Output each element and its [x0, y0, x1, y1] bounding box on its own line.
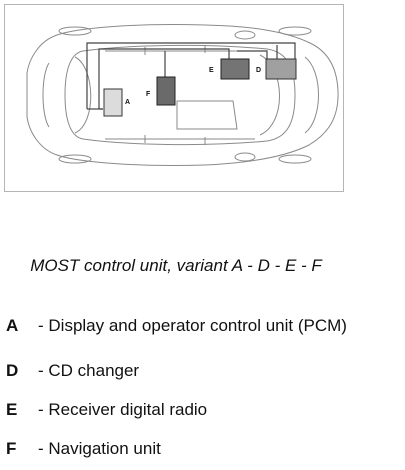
mirror-right [234, 152, 256, 162]
mirror-left [234, 30, 256, 40]
diagram-caption: MOST control unit, variant A - D - E - F [30, 256, 322, 275]
car-rear-window [42, 62, 50, 128]
wheel-front-bottom [278, 154, 312, 164]
car-body-outline [26, 23, 339, 167]
legend-letter: A [6, 316, 19, 335]
unit-f-label: F [146, 91, 151, 98]
legend-text: - Receiver digital radio [38, 400, 208, 419]
legend-letter: F [6, 439, 17, 458]
wire-inner-loop [98, 48, 230, 109]
wire-e-d-link [237, 50, 268, 59]
legend-letter: D [6, 361, 19, 380]
legend-text: - CD changer [38, 361, 140, 380]
legend-letter: E [6, 400, 18, 419]
car-top-view-diagram: A F E D [26, 23, 339, 167]
wheel-rear-top [58, 26, 92, 36]
wheel-front-top [278, 26, 312, 36]
unit-a-label: A [125, 99, 130, 106]
legend-text: - Navigation unit [38, 439, 161, 458]
car-cabin-outline [64, 44, 296, 146]
unit-e-label: E [209, 67, 214, 74]
car-roof-panel [176, 100, 238, 130]
car-hood-line [304, 56, 319, 134]
unit-a-box [103, 88, 123, 117]
unit-f-box [156, 76, 176, 106]
unit-d-box [265, 58, 297, 80]
unit-d-label: D [256, 67, 261, 74]
car-diagram-frame: A F E D [4, 4, 344, 192]
legend-text: - Display and operator control unit (PCM… [38, 316, 347, 335]
wire-outer-loop [86, 42, 296, 109]
unit-e-box [220, 58, 250, 80]
car-windshield-rear [74, 56, 92, 134]
car-body-silhouette [26, 23, 339, 167]
wheel-rear-bottom [58, 154, 92, 164]
